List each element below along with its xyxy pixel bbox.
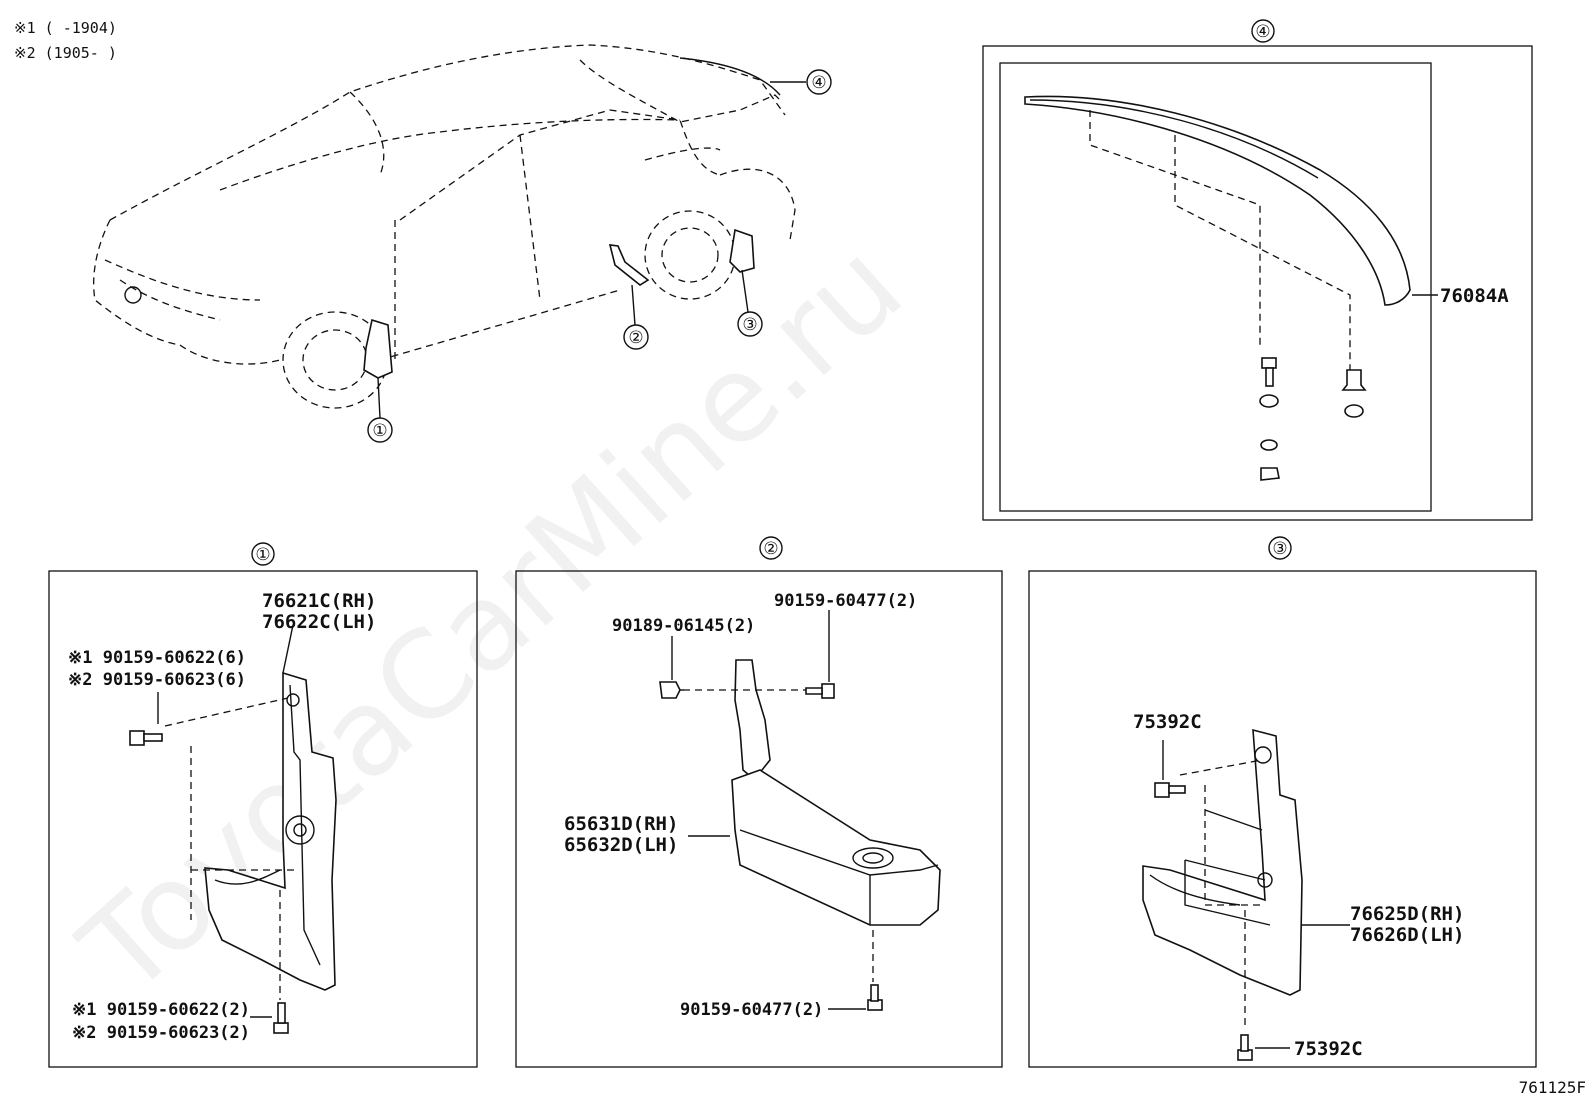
label-clip: 90189-06145(2) (612, 616, 755, 636)
label-screw-bot: 90159-60477(2) (680, 1000, 823, 1020)
label-screw-bot-2: ※2 90159-60623(2) (72, 1023, 250, 1043)
label-spoiler: 76084A (1440, 285, 1509, 307)
figure-code: 761125F (1519, 1078, 1586, 1097)
label-screw-bot: 75392C (1294, 1038, 1363, 1060)
panel-1-front-mudflap: ① 76621C(RH) 76622C(LH) ※1 90159-60622(6… (48, 542, 478, 1068)
label-flap-lh: 76626D(LH) (1350, 924, 1464, 946)
note-range-1: ※1 ( -1904) (14, 19, 117, 37)
svg-text:①: ① (372, 421, 387, 441)
svg-text:②: ② (628, 328, 643, 348)
panel-2-title: ② (763, 539, 778, 559)
svg-text:④: ④ (811, 73, 826, 93)
svg-text:③: ③ (742, 315, 757, 335)
label-flap-rh: 76621C(RH) (262, 590, 376, 612)
label-flap-rh: 76625D(RH) (1350, 903, 1464, 925)
label-screw-top: 90159-60477(2) (774, 591, 917, 611)
callout-4: ④ (770, 69, 832, 95)
panel-2-side-guard: ② 90189-06145(2) 90159-60477(2) 65631D(R… (515, 536, 1003, 1068)
watermark: ToyotaCarMine.ru (56, 217, 929, 1022)
note-range-2: ※2 (1905- ) (14, 44, 117, 62)
panel-3-title: ③ (1272, 539, 1287, 559)
panel-1-title: ① (255, 545, 270, 565)
callout-2: ② (623, 284, 649, 350)
callout-1: ① (367, 377, 393, 443)
panel-3-rear-mudflap: ③ 75392C 76625D(RH) 76626D(LH) 75392C (1028, 536, 1537, 1068)
label-guard-rh: 65631D(RH) (564, 813, 678, 835)
label-screw-top: 75392C (1133, 711, 1202, 733)
label-guard-lh: 65632D(LH) (564, 834, 678, 856)
panel-4-title: ④ (1255, 22, 1270, 42)
callout-3: ③ (737, 269, 763, 337)
label-screw-bot-1: ※1 90159-60622(2) (72, 1000, 250, 1020)
label-screw-top-2: ※2 90159-60623(6) (68, 670, 246, 690)
panel-4-spoiler: ④ 76084A (982, 19, 1533, 521)
label-screw-top-1: ※1 90159-60622(6) (68, 648, 246, 668)
label-flap-lh: 76622C(LH) (262, 611, 376, 633)
